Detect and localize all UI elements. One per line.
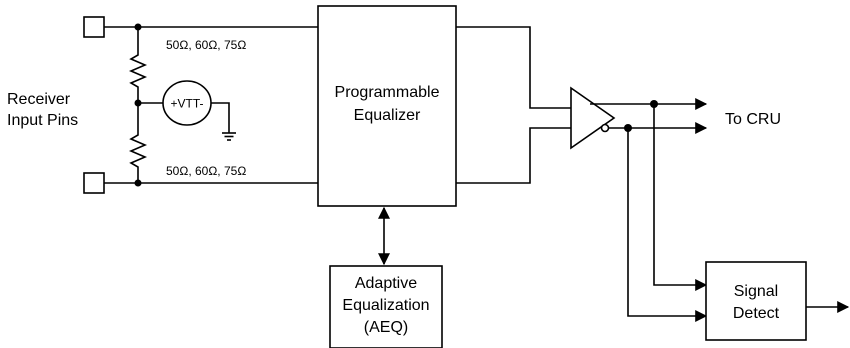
wire-eq-out-bottom — [456, 127, 571, 184]
programmable-equalizer-block — [317, 5, 457, 207]
wire-detect-bottom — [627, 128, 708, 322]
wire-eq-out-top — [456, 26, 571, 109]
receiver-input-label-2: Input Pins — [7, 112, 78, 129]
inverting-bubble — [600, 123, 610, 133]
input-pin-top — [83, 16, 105, 38]
output-buffer — [570, 86, 616, 150]
termination-label-top: 50Ω, 60Ω, 75Ω — [166, 38, 246, 52]
adaptive-equalization-block — [329, 265, 443, 348]
input-pin-bottom — [83, 172, 105, 194]
aeq-label-2: Equalization — [342, 297, 429, 314]
equalizer-label-2: Equalizer — [354, 107, 421, 124]
vtt-label: +VTT- — [170, 97, 203, 111]
receiver-input-label-1: Receiver — [7, 91, 71, 108]
resistor-bottom — [128, 118, 148, 183]
equalizer-label-1: Programmable — [335, 84, 440, 101]
wire-ground — [211, 102, 230, 133]
aeq-label-1: Adaptive — [355, 275, 417, 292]
signal-detect-label-2: Detect — [733, 305, 780, 322]
termination-label-bottom: 50Ω, 60Ω, 75Ω — [166, 164, 246, 178]
wire-detect-top — [653, 104, 708, 291]
signal-detect-label-1: Signal — [734, 283, 778, 300]
to-cru-label: To CRU — [725, 111, 781, 128]
resistor-top — [128, 27, 148, 118]
signal-detect-block — [705, 261, 807, 341]
aeq-label-3: (AEQ) — [364, 319, 408, 336]
